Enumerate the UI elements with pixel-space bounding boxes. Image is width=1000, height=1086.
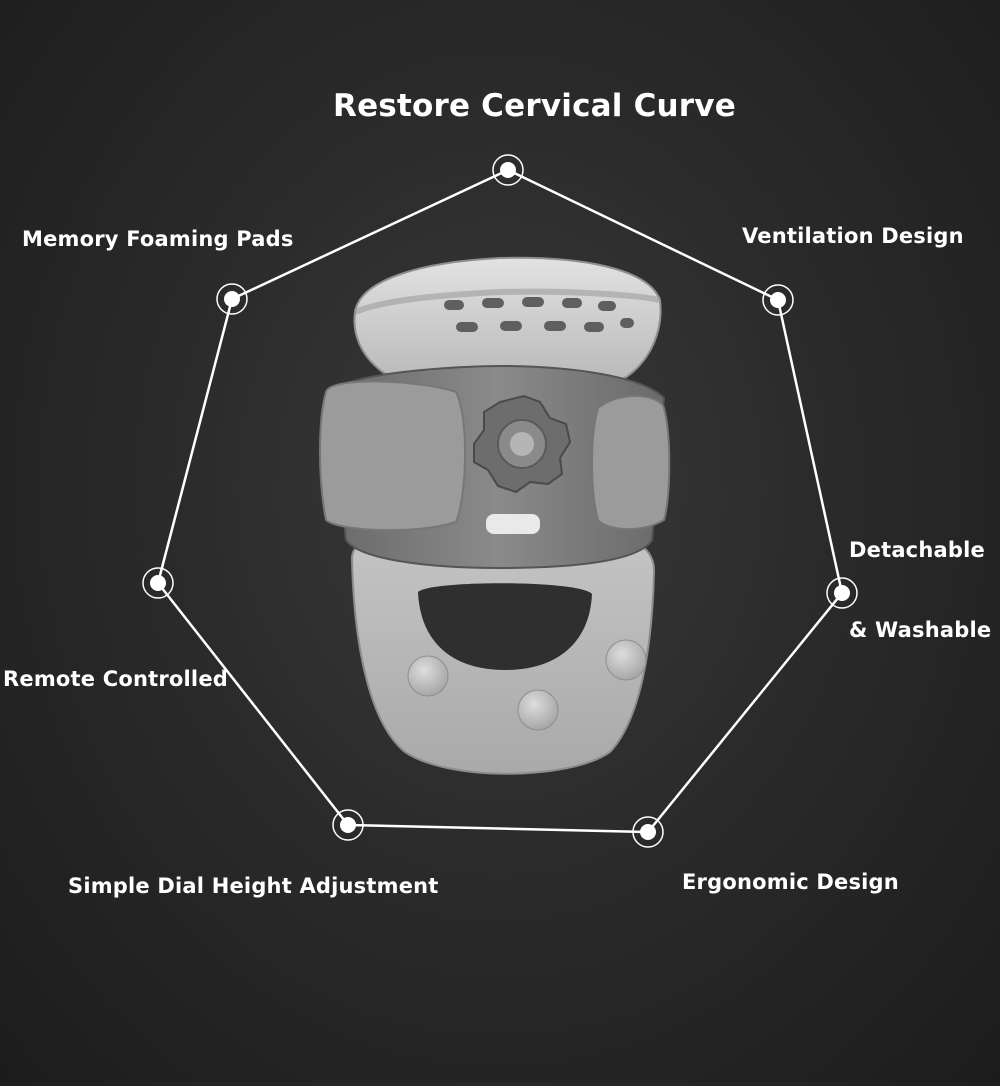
node-remote-marker — [142, 567, 174, 599]
feature-memory-foaming-pads: Memory Foaming Pads — [22, 227, 294, 251]
node-memory-marker — [216, 283, 248, 315]
node-top-marker — [492, 154, 524, 186]
node-ventilation-marker — [762, 284, 794, 316]
massage-node-center — [517, 689, 559, 731]
node-dial-marker — [332, 809, 364, 841]
title-restore-cervical-curve: Restore Cervical Curve — [333, 88, 736, 124]
node-ergonomic-marker — [632, 816, 664, 848]
neck-device-illustration — [319, 256, 671, 775]
base-cutout — [418, 583, 592, 670]
feature-remote-controlled: Remote Controlled — [3, 667, 228, 691]
feature-washable: & Washable — [849, 618, 992, 642]
feature-simple-dial-height-adjustment: Simple Dial Height Adjustment — [68, 874, 439, 898]
right-foam-pad — [591, 395, 671, 531]
left-foam-pad — [319, 380, 466, 531]
feature-detachable: Detachable — [849, 538, 985, 562]
ventilation-holes — [444, 297, 634, 332]
feature-ventilation-design: Ventilation Design — [742, 224, 964, 248]
massage-node-left — [407, 655, 449, 697]
height-dial-knob — [473, 394, 572, 494]
connector-polygon — [156, 168, 844, 834]
feature-ergonomic-design: Ergonomic Design — [682, 870, 899, 894]
massage-node-right — [605, 639, 647, 681]
device-light — [486, 514, 540, 534]
node-detachable-marker — [826, 577, 858, 609]
